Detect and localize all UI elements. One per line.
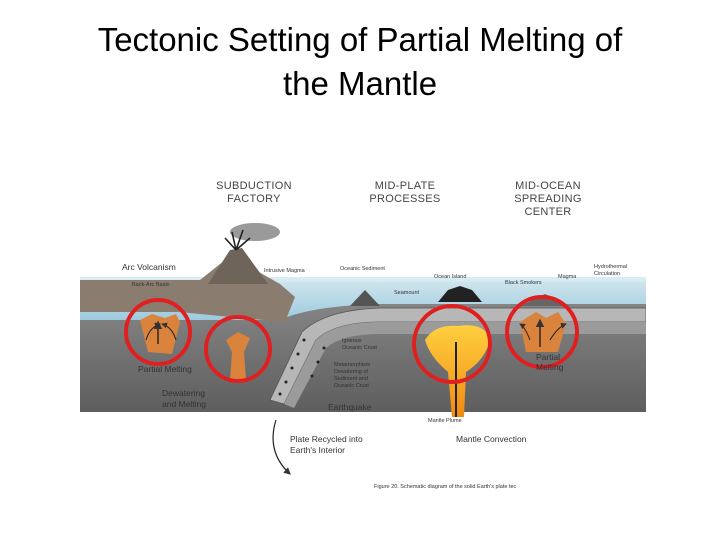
label-mantle-convection: Mantle Convection	[456, 434, 527, 444]
melt-arrow-2	[145, 322, 161, 341]
label-igneous-1: Igneous	[342, 338, 362, 344]
ridge-magma	[520, 312, 566, 352]
label-ocean-island: Ocean Island	[434, 274, 466, 280]
slide-title-line-2: the Mantle	[282, 65, 438, 102]
arc-volcano	[208, 248, 268, 284]
arc-magma-diapir	[226, 332, 250, 380]
label-intrusive-magma: Intrusive Magma	[264, 268, 306, 274]
caption-fragment: Figure 20. Schematic diagram of the soli…	[374, 484, 517, 490]
continental-crust	[80, 254, 295, 322]
highlight-circle-plume	[412, 304, 492, 384]
label-hydrothermal-1: Hydrothermal	[594, 264, 627, 270]
back-arc-magma	[140, 314, 180, 354]
ridge-arrow-3	[549, 322, 567, 341]
label-earthquake: Earthquake	[328, 402, 372, 412]
seamount	[350, 290, 380, 306]
label-partial-right-1: Partial	[536, 352, 560, 362]
ocean-island	[438, 286, 482, 302]
label-metamorphism-1: Metamorphism	[334, 362, 371, 368]
label-partial-right-2: Melting	[536, 362, 564, 372]
header-midocean-3: CENTER	[524, 206, 571, 218]
mantle-plume	[425, 325, 490, 417]
melt-arrow-3	[161, 322, 177, 341]
recycle-arrow	[272, 419, 291, 475]
label-plate-recycled-2: Earth's Interior	[290, 445, 345, 455]
header-subduction-1: SUBDUCTION	[216, 180, 292, 192]
header-midplate-2: PROCESSES	[369, 193, 440, 205]
slide-title: Tectonic Setting of Partial Melting of t…	[0, 18, 720, 106]
label-mantle-plume: Mantle Plume	[428, 418, 462, 424]
label-magma: Magma	[558, 274, 577, 280]
header-subduction-2: FACTORY	[227, 193, 281, 205]
label-metamorphism-2: Dewatering of	[334, 369, 368, 375]
header-midocean-1: MID-OCEAN	[515, 180, 581, 192]
label-plate-recycled-1: Plate Recycled into	[290, 434, 363, 444]
label-seamount: Seamount	[394, 290, 420, 296]
label-oceanic-sediment: Oceanic Sediment	[340, 266, 385, 272]
highlight-circle-backarc	[124, 298, 192, 366]
ridge-arrow-2	[519, 323, 531, 341]
header-midplate-1: MID-PLATE	[375, 180, 436, 192]
label-black-smokers: Black Smokers	[505, 280, 542, 286]
label-partial-melting-left: Partial Melting	[138, 364, 192, 374]
eruption-icon	[224, 229, 251, 251]
highlight-circle-ridge	[505, 295, 579, 369]
label-back-arc-basin: Back-Arc Basin	[132, 282, 170, 288]
oceanic-plate-base	[284, 322, 646, 408]
highlight-circles	[124, 295, 579, 384]
label-arc-volcanism: Arc Volcanism	[122, 262, 176, 272]
label-dewatering-2: and Melting	[162, 399, 206, 409]
ridge-crest	[520, 294, 570, 306]
earthquake-markers	[278, 338, 326, 396]
label-hydrothermal-2: Circulation	[594, 271, 620, 277]
header-midocean-2: SPREADING	[514, 193, 582, 205]
label-igneous-2: Oceanic Crust	[342, 345, 377, 351]
tectonic-diagram: SUBDUCTION FACTORY MID-PLATE PROCESSES M…	[80, 180, 646, 490]
slide-title-line-1: Tectonic Setting of Partial Melting of	[97, 21, 623, 58]
highlight-circle-arc	[204, 315, 272, 383]
label-metamorphism-4: Oceanic Crust	[334, 383, 369, 389]
label-dewatering-1: Dewatering	[162, 388, 205, 398]
volcanic-ash-cloud	[230, 223, 280, 241]
label-metamorphism-3: Sediment and	[334, 376, 368, 382]
